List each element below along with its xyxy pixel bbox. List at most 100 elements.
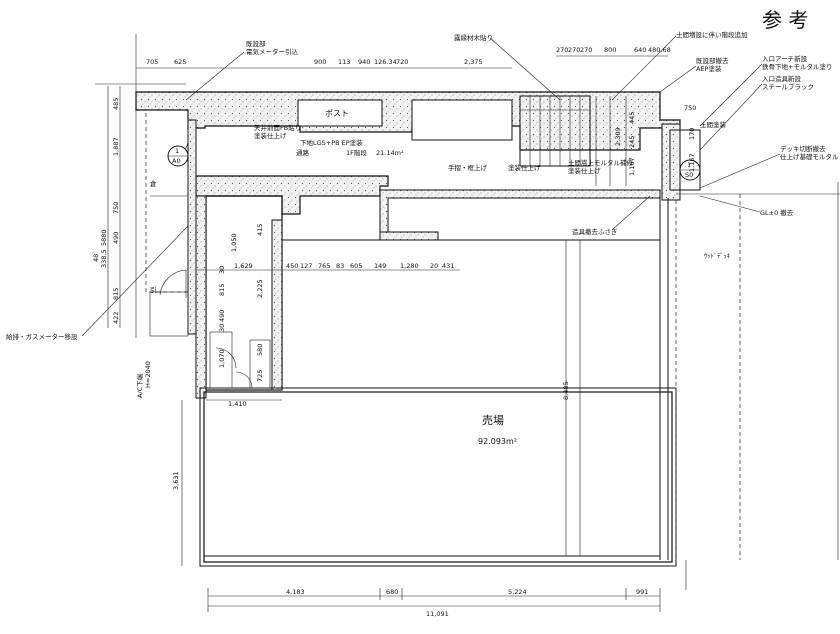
- dim-inner-0: 1,050: [230, 233, 238, 252]
- note-meter: 電気メーター引込: [246, 47, 299, 56]
- stair-hall-area: 21.14m²: [376, 149, 404, 157]
- post-label: ポスト: [325, 109, 349, 118]
- note-wood-finish: 露縁材木貼り: [454, 33, 493, 42]
- section-mark-1-num: 1: [175, 147, 179, 155]
- note-ceiling-fb: 天井前面FB貼り: [254, 123, 301, 132]
- stair-dimensions: 2,309 445 245 1,167: [614, 112, 636, 176]
- annotations: 既設部 電気メーター引込 露縁材木貼り 土間増設に伴い階段追加 既設部撤去 AE…: [6, 30, 839, 398]
- inner-dimensions: 1,050 415 815 2,225 490 1,070 1,410 580 …: [206, 104, 696, 408]
- note-column-paint: 土間塗装: [700, 120, 727, 129]
- dim-bottom-3: 991: [636, 588, 648, 596]
- dim-top-7: 2,375: [464, 58, 483, 66]
- dim-row-6: 149: [374, 262, 386, 270]
- dim-row-7: 1,280: [400, 262, 419, 270]
- note-handrail: 手摺・框上げ: [448, 163, 488, 172]
- note-paint-3: 塗装仕上げ: [568, 166, 601, 175]
- dim-left-4: 48: [92, 254, 100, 262]
- section-mark-2: 1 S0: [679, 159, 701, 181]
- exterior-walls: [135, 91, 701, 399]
- door-mark-1: 引: [150, 285, 157, 294]
- note-existing-removal: 既設部撤去: [696, 56, 729, 65]
- note-mortar: 鉄骨下地+モルタル塗り: [762, 62, 832, 71]
- dim-inner-6: 1,410: [228, 400, 247, 408]
- dim-top-6: 720: [396, 58, 408, 66]
- dim-inner-10: 170: [688, 128, 696, 140]
- sales-floor-label: 売場: [482, 414, 504, 427]
- dim-stair-2: 245: [628, 136, 636, 148]
- section-mark-1: 1 A0: [167, 145, 189, 167]
- wood-deck: [675, 193, 840, 560]
- dim-inner-11: 1,167: [688, 153, 696, 172]
- dim-top-13: 480.68: [648, 46, 671, 54]
- dim-left-5: 338.5: [100, 249, 108, 268]
- note-aep: AEP塗装: [696, 64, 722, 73]
- dim-inner-12: 30: [218, 266, 226, 274]
- dim-top-3: 113: [338, 58, 350, 66]
- dim-left-0: 485: [112, 98, 120, 110]
- note-gl-line: GL±0 撤去: [760, 208, 794, 217]
- dim-row-2: 127: [300, 262, 312, 270]
- top-dimensions: 705 625 900 113 940 126.34 720 2,375 270…: [136, 46, 671, 69]
- dim-inner-8: 725: [256, 370, 264, 382]
- dim-top-1: 625: [174, 58, 186, 66]
- dim-left-7: 815: [112, 288, 120, 300]
- dim-row-9: 431: [442, 262, 454, 270]
- stair-hall-label: 1F階段: [346, 148, 367, 157]
- dim-row-1: 450: [286, 262, 298, 270]
- dim-left-8: 422: [112, 312, 120, 324]
- storage-label: 倉: [150, 179, 157, 188]
- dim-top-11: 800: [604, 46, 616, 54]
- dim-total: 11,091: [426, 610, 449, 618]
- dim-inner-5: 1,070: [218, 349, 226, 368]
- note-steel-black: スチールブラック: [762, 82, 814, 91]
- note-ac: A/C下端: [135, 373, 144, 398]
- dim-stair-1: 445: [628, 112, 636, 124]
- dim-bottom-1: 680: [386, 588, 398, 596]
- dim-inner-3: 2,225: [256, 279, 264, 298]
- dim-top-4: 940: [358, 58, 370, 66]
- dim-inner-4: 490: [218, 310, 226, 322]
- note-entrance-fixture: 入口造具新設: [762, 74, 802, 83]
- sales-floor: [199, 198, 677, 567]
- dim-top-9: 270: [568, 46, 580, 54]
- passage-label: 通路: [296, 148, 310, 157]
- dim-row-8: 20: [430, 262, 438, 270]
- note-fixture-opening: 造具撤去ふさぎ: [572, 227, 618, 236]
- note-deck-mortar: 仕上げ基礎モルタル: [780, 152, 839, 161]
- dim-row-5: 605: [350, 262, 362, 270]
- section-mark-1-code: A0: [172, 157, 181, 165]
- frame-lines: [95, 34, 839, 590]
- note-existing: 既設部: [246, 39, 266, 48]
- dim-stair-0: 2,309: [614, 127, 622, 146]
- section-mark-2-num: 1: [687, 161, 691, 169]
- dim-stair-3: 1,167: [628, 157, 636, 176]
- wood-deck-label: ｳｯﾄﾞﾃﾞｯｷ: [704, 252, 730, 260]
- dim-left-3: 490: [112, 232, 120, 244]
- dim-top-2: 900: [314, 58, 326, 66]
- dim-inner-9: 750: [684, 104, 696, 112]
- room-row-dimensions: 1,629 450 127 765 83 605 149 1,280 20 43…: [196, 262, 460, 271]
- note-paint-2: 塗装仕上げ: [508, 163, 541, 172]
- dim-inner-1: 415: [256, 224, 264, 236]
- dim-left-1: 1,887: [112, 137, 120, 156]
- note-entrance-arch: 入口アーチ新設: [762, 54, 808, 63]
- bottom-dimensions: 4,183 680 5,224 991 11,091: [207, 588, 661, 618]
- note-gas-meter: 給排・ガスメーター移設: [6, 332, 78, 341]
- dim-left-vertical: 3,631: [172, 471, 180, 490]
- dim-top-8: 270: [556, 46, 568, 54]
- storage-area: [145, 109, 189, 337]
- dim-top-0: 705: [146, 58, 158, 66]
- note-paint-1: 塗装仕上げ: [254, 131, 287, 140]
- dim-top-12: 640: [634, 46, 646, 54]
- dim-top-5: 126.34: [374, 58, 397, 66]
- sales-floor-area: 92.093m²: [478, 437, 517, 446]
- hall-box: [411, 99, 513, 141]
- note-deck-dismantle: デッキ切断撤去: [780, 144, 826, 153]
- left-dimensions: 485 1,887 750 490 48 338.5 5880 815 422: [92, 86, 121, 328]
- note-base-lgs: 下地LGS+PB EP塗装: [300, 138, 363, 147]
- note-floor-mortar: 土間嵩上モルタル補修: [568, 158, 634, 167]
- post-box: [297, 99, 383, 127]
- dim-row-0: 1,629: [234, 262, 253, 270]
- dim-bottom-0: 4,183: [286, 588, 305, 596]
